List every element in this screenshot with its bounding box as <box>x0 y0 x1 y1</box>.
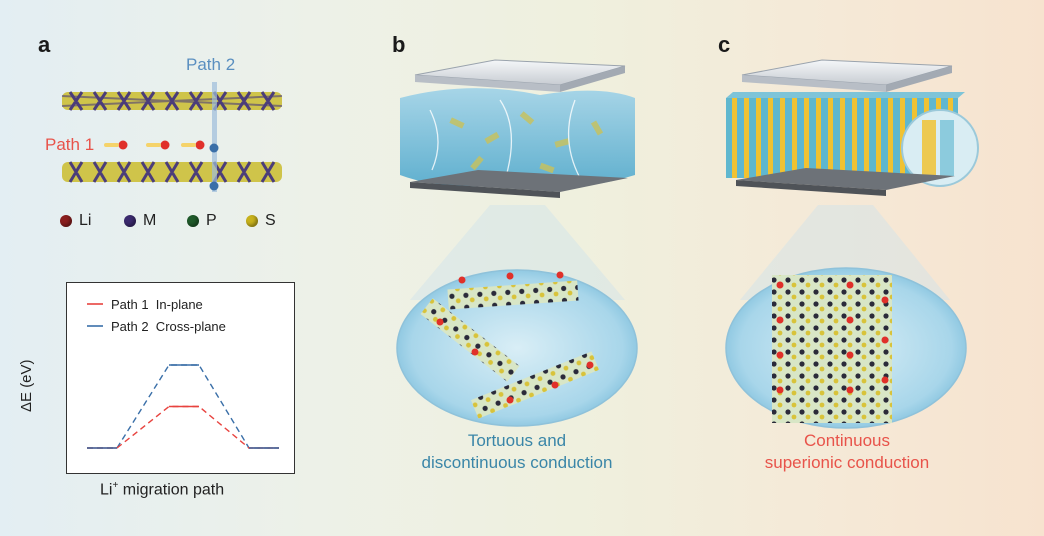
p-atom-icon <box>187 215 199 227</box>
energy-diagram: Path 1 In-plane Path 2 Cross-plane <box>66 282 295 474</box>
atom-label: P <box>206 212 217 229</box>
atom-legend-m: M <box>124 212 156 230</box>
x-axis-label-prefix: Li <box>100 481 113 499</box>
path1-label: Path 1 <box>45 135 95 154</box>
atom-legend-li: Li <box>60 212 91 230</box>
layered-structure-illustration <box>61 82 283 192</box>
atom-label: S <box>265 212 276 229</box>
caption-b-line1: Tortuous and <box>467 431 567 450</box>
caption-c-line2: superionic conduction <box>764 453 930 472</box>
atom-label: M <box>143 212 157 229</box>
energy-x-axis-label: Li+ migration path <box>100 480 224 499</box>
legend-label-path1: Path 1 In-plane <box>111 297 203 312</box>
s-atom-icon <box>246 215 258 227</box>
series-path1-line <box>87 405 279 449</box>
caption-b: Tortuous and discontinuous conduction <box>382 430 652 474</box>
legend-label-path2: Path 2 Cross-plane <box>111 319 226 334</box>
caption-c: Continuous superionic conduction <box>712 430 982 474</box>
caption-b-line2: discontinuous conduction <box>421 453 613 472</box>
x-axis-label-suffix: migration path <box>118 481 225 499</box>
panel-c-letter: c <box>718 32 731 57</box>
atom-legend-p: P <box>187 212 217 230</box>
panel-a-letter: a <box>38 32 51 57</box>
x-axis-label-sup: + <box>112 480 119 491</box>
path2-label: Path 2 <box>186 55 236 74</box>
superionic-battery-illustration <box>725 59 979 429</box>
caption-c-line1: Continuous <box>803 431 890 450</box>
atom-legend-s: S <box>246 212 276 230</box>
panel-b-letter: b <box>392 32 406 57</box>
li-atom-icon <box>60 215 72 227</box>
energy-plot: Path 1 In-plane Path 2 Cross-plane <box>87 297 279 449</box>
atom-label: Li <box>79 212 92 229</box>
tortuous-battery-illustration <box>396 59 638 427</box>
energy-y-axis-label: ΔE (eV) <box>18 359 35 412</box>
m-atom-icon <box>124 215 136 227</box>
